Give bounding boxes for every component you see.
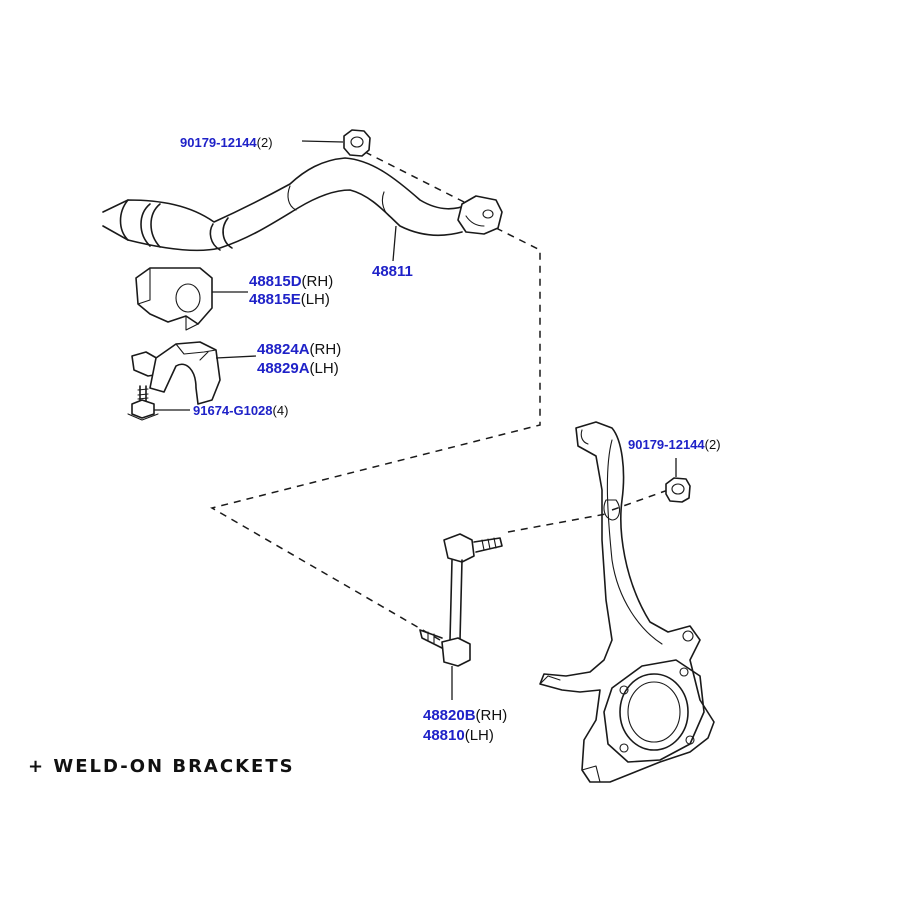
svg-text:91674-G1028(4): 91674-G1028(4) [193,403,288,418]
stabilizer-link-part [419,533,503,700]
bushing-lh-part-number: 48815E [249,291,301,308]
nut-knuckle-part-number: 90179-12144 [628,437,705,452]
svg-text:48820B(RH): 48820B(RH) [423,707,507,724]
svg-text:48815E(LH): 48815E(LH) [249,291,330,308]
bracket-rh-part-number: 48824A [257,341,310,358]
weld-on-brackets-caption: + WELD-ON BRACKETS [28,756,295,777]
svg-text:48811: 48811 [372,263,413,280]
svg-text:90179-12144(2): 90179-12144(2) [180,135,273,150]
svg-text:48824A(RH): 48824A(RH) [257,341,341,358]
bushing-part [135,267,248,331]
nut-top-part-number: 90179-12144 [180,135,257,150]
label-bolt: 91674-G1028(4) [193,403,288,418]
label-nut-knuckle: 90179-12144(2) [628,437,721,452]
label-link: 48820B(RH) 48810(LH) [423,707,507,744]
bushing-rh-side: (RH) [302,273,334,290]
stabilizer-bar-part [102,157,503,262]
nut-top-part [301,129,371,157]
link-lh-side: (LH) [465,727,494,744]
label-stabilizer-bar: 48811 [372,263,413,280]
svg-text:48829A(LH): 48829A(LH) [257,360,339,377]
bushing-rh-part-number: 48815D [249,273,302,290]
bracket-lh-side: (LH) [310,360,339,377]
svg-text:48815D(RH): 48815D(RH) [249,273,333,290]
svg-text:90179-12144(2): 90179-12144(2) [628,437,721,452]
label-nut-top: 90179-12144(2) [180,135,273,150]
bushing-lh-side: (LH) [301,291,330,308]
label-bracket: 48824A(RH) 48829A(LH) [257,341,341,377]
steering-knuckle-part [539,421,715,783]
bracket-lh-part-number: 48829A [257,360,310,377]
bolt-part [127,385,190,421]
nut-top-qty: (2) [257,135,273,150]
bracket-rh-side: (RH) [310,341,342,358]
assembly-dashed-lines [210,151,669,641]
bolt-qty: (4) [273,403,289,418]
label-bushing: 48815D(RH) 48815E(LH) [249,273,333,308]
bolt-part-number: 91674-G1028 [193,403,273,418]
nut-knuckle-qty: (2) [705,437,721,452]
nut-knuckle-part [665,458,691,503]
link-rh-part-number: 48820B [423,707,476,724]
svg-text:48810(LH): 48810(LH) [423,727,494,744]
stabilizer-bar-part-number: 48811 [372,263,413,280]
link-rh-side: (RH) [476,707,508,724]
bracket-part [131,341,257,405]
link-lh-part-number: 48810 [423,727,465,744]
